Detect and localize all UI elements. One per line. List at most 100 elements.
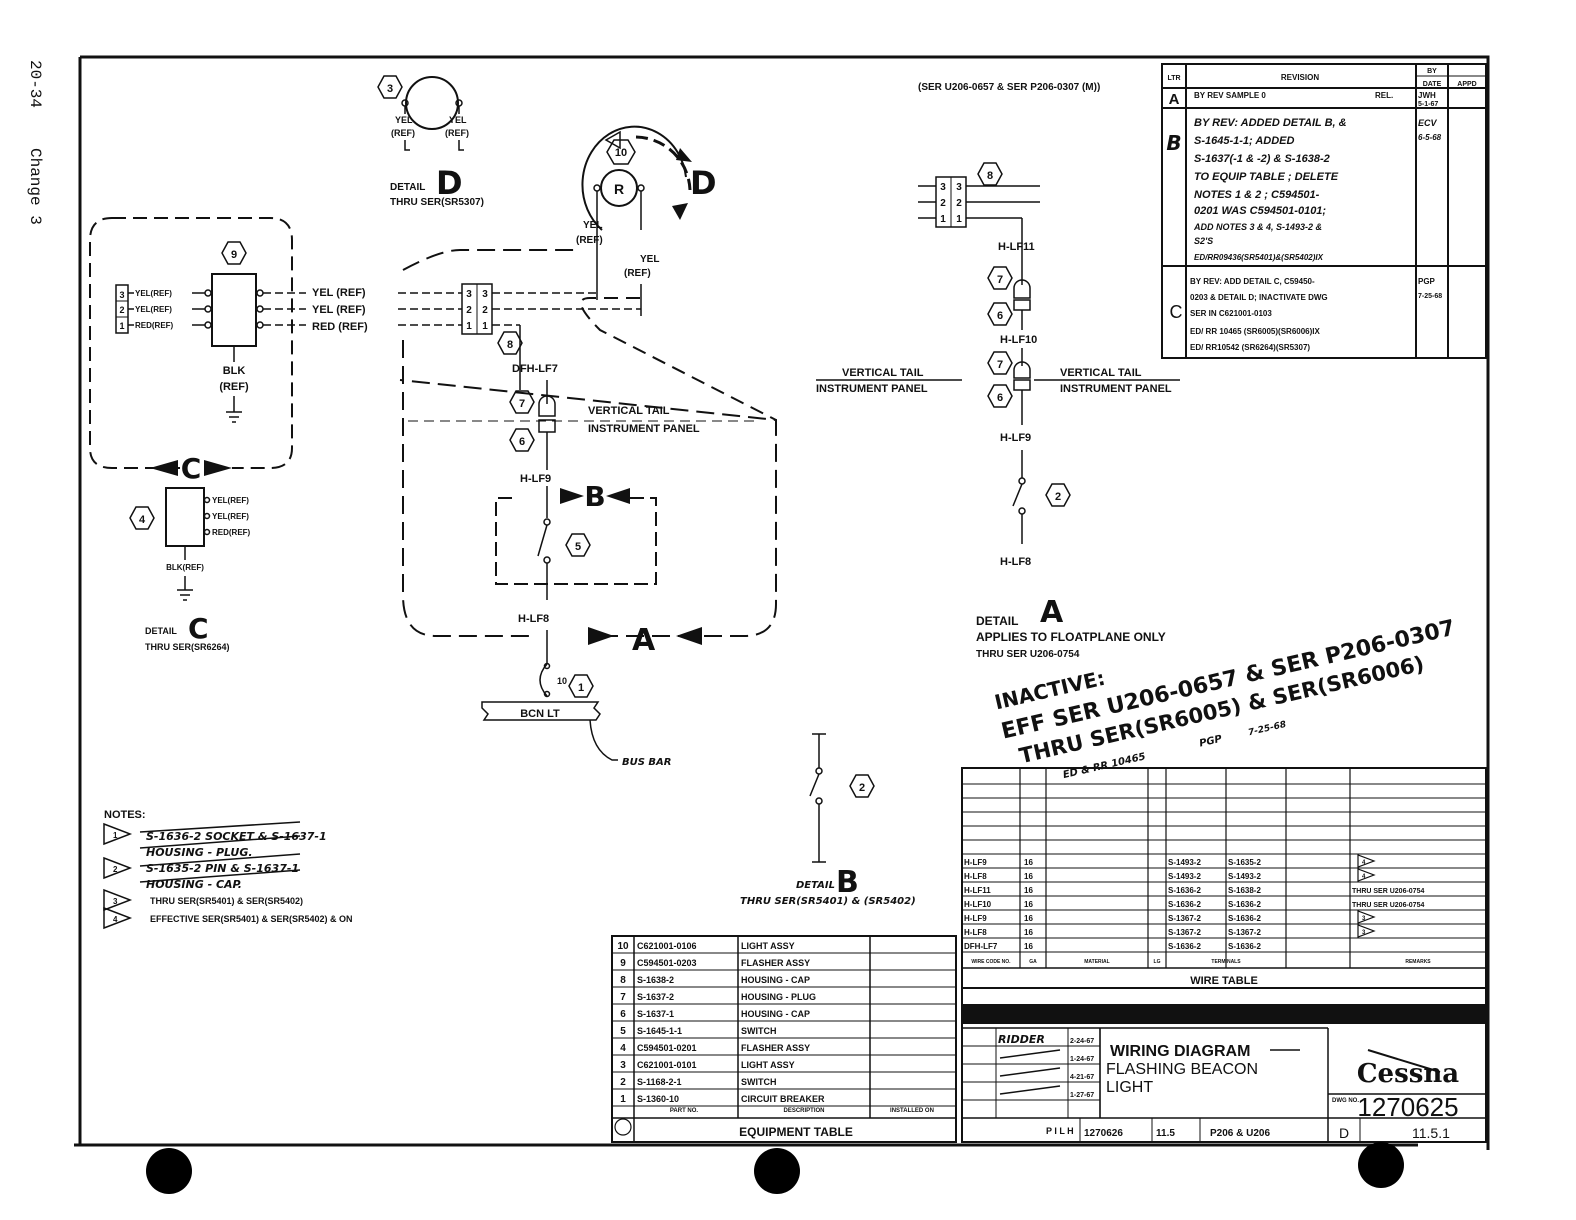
a-item-hex-8 (977, 162, 1003, 186)
wire-flag-num-0: 4 (1362, 860, 1366, 866)
wire-flag-num-4: 3 (1362, 916, 1366, 922)
a-wire-h-lf9: H-LF9 (1000, 432, 1031, 444)
equip-cell-4-1: S-1637-1 (637, 1009, 674, 1019)
detail-b: 2 DETAIL B THRU SER(SR5401) & (SR5402) (740, 733, 916, 907)
a-pin-1a: 1 (940, 214, 946, 225)
rev-c-line1: BY REV: ADD DETAIL C, C59450- (1190, 277, 1315, 286)
plug-7-6 (538, 395, 556, 433)
a-pin-3b: 3 (956, 182, 962, 193)
detail-d: 3 YEL (REF) YEL (REF) DETAIL D THRU SER(… (377, 75, 484, 208)
detail-a: 3 2 1 3 2 1 8 H-LF11 7 6 H-LF10 7 6 VERT… (816, 162, 1180, 660)
equip-cell-2-2: HOUSING - CAP (741, 975, 810, 985)
rev-by-head: BY (1427, 68, 1437, 75)
rev-c-line5: ED/ RR10542 (SR6264)(SR5307) (1190, 343, 1310, 352)
wire-cell-6-0: DFH-LF7 (964, 942, 998, 951)
wire-cell-0-3: S-1635-2 (1228, 858, 1261, 867)
equip-head-desc: DESCRIPTION (783, 1108, 824, 1114)
wire-flag-5 (1357, 924, 1376, 938)
equip-cell-1-2: FLASHER ASSY (741, 958, 810, 968)
main-letter-a: A (632, 623, 656, 658)
note-4: EFFECTIVE SER(SR5401) & SER(SR5402) & ON (150, 914, 353, 924)
lamp-right-lbl1: YEL (640, 254, 659, 265)
tb-dwg-no: 1270625 (1357, 1092, 1458, 1122)
rev-b-line5: NOTES 1 & 2 ; C594501- (1194, 189, 1320, 201)
wire-cell-6-2: S-1636-2 (1168, 942, 1201, 951)
lamp-3 (405, 76, 459, 130)
cb-item: 1 (578, 682, 584, 694)
tb-appd-date: 1-27-67 (1070, 1092, 1094, 1099)
equip-cell-0-2: LIGHT ASSY (741, 941, 795, 951)
a-ip-right: INSTRUMENT PANEL (1060, 383, 1172, 395)
tb-page-ref: 11.5 (1156, 1128, 1175, 1139)
c-pin-3: 3 (119, 290, 124, 300)
main-pin-1b: 1 (482, 321, 488, 332)
rev-c-line3: SER IN C621001-0103 (1190, 309, 1272, 318)
wire-cell-0-2: S-1493-2 (1168, 858, 1201, 867)
detail-a-letter: A (1040, 595, 1064, 630)
b-item-hex-2 (849, 774, 875, 798)
d-right-lbl2: (REF) (445, 128, 469, 138)
equip-cell-2-0: 8 (620, 975, 626, 986)
wire-cell-5-3: S-1367-2 (1228, 928, 1261, 937)
lamp-right-lbl2: (REF) (624, 268, 651, 279)
main-letter-b: B (584, 480, 605, 513)
d-right-lbl1: YEL (449, 115, 467, 125)
wire-cell-6-1: 16 (1024, 942, 1033, 951)
wire-remark-3: THRU SER U206-0754 (1352, 902, 1424, 909)
main-circuit: A 3 2 1 3 2 1 8 DFH-LF7 7 6 VERTICAL TAI… (399, 249, 777, 768)
equip-cell-0-0: 10 (617, 941, 629, 952)
tb-checked-date: 1-24-67 (1070, 1056, 1094, 1063)
rev-b-by: ECV (1418, 118, 1438, 128)
item-hex-10 (606, 139, 636, 165)
equip-cell-1-0: 9 (620, 958, 626, 969)
detail-c-caption: DETAIL (145, 626, 177, 636)
main-pin-3b: 3 (482, 289, 488, 300)
tb-engr-date: 4-21-67 (1070, 1074, 1094, 1081)
equip-cell-5-0: 5 (620, 1026, 626, 1037)
notes-title: NOTES: (104, 809, 146, 821)
note-3: THRU SER(SR5401) & SER(SR5402) (150, 896, 303, 906)
cb-label: 10 (557, 676, 567, 686)
equip-cell-7-1: C621001-0101 (637, 1060, 697, 1070)
rev-a-rel: REL. (1375, 91, 1393, 100)
a-wire-h-lf10: H-LF10 (1000, 334, 1037, 346)
rev-a-date: 5-1-67 (1418, 101, 1438, 108)
tb-pilh: P I L H (1046, 1126, 1074, 1136)
revision-block: REVISION LTR BY DATE APPD A BY REV SAMPL… (1161, 63, 1487, 359)
detail-c-letter: C (188, 612, 209, 645)
a-pin-1b: 1 (956, 214, 962, 225)
wire-cell-2-2: S-1636-2 (1168, 886, 1201, 895)
item-hex-9 (221, 241, 247, 265)
equip-cell-7-0: 3 (620, 1060, 626, 1071)
wire-cell-4-0: H-LF9 (964, 914, 987, 923)
c2-w3: RED(REF) (212, 528, 251, 537)
header-serial: (SER U206-0657 & SER P206-0307 (M)) (918, 82, 1100, 93)
wire-cell-2-3: S-1638-2 (1228, 886, 1261, 895)
wt-head-remarks: REMARKS (1405, 959, 1431, 965)
detail-c-item: 4 (139, 514, 146, 526)
detail-b-caption: DETAIL (796, 880, 835, 891)
wire-cell-1-1: 16 (1024, 872, 1033, 881)
note-1-l2: HOUSING - PLUG. (146, 846, 253, 859)
wt-head-mat: MATERIAL (1084, 959, 1109, 965)
detail-c-box: C 9 3 2 1 YEL(REF) YEL(REF) RED(REF) BLK… (89, 217, 462, 485)
equip-cell-5-1: S-1645-1-1 (637, 1026, 682, 1036)
wire-cell-1-3: S-1493-2 (1228, 872, 1261, 881)
rev-c-line2: 0203 & DETAIL D; INACTIVATE DWG (1190, 293, 1328, 302)
equip-cell-5-2: SWITCH (741, 1026, 777, 1036)
note-flag-4: 4 (113, 915, 118, 924)
wire-cell-1-0: H-LF8 (964, 872, 987, 881)
wire-cell-1-2: S-1493-2 (1168, 872, 1201, 881)
equip-cell-6-0: 4 (620, 1043, 626, 1054)
wire-cell-2-1: 16 (1024, 886, 1033, 895)
wire-cell-4-1: 16 (1024, 914, 1033, 923)
a-pin-3a: 3 (940, 182, 946, 193)
c-pin-2: 2 (119, 305, 124, 315)
tb-title-3: LIGHT (1106, 1079, 1153, 1096)
wire-cell-3-2: S-1636-2 (1168, 900, 1201, 909)
main-pin-2b: 2 (482, 305, 488, 316)
a-conn-item: 8 (987, 170, 993, 182)
wire-cell-0-1: 16 (1024, 858, 1033, 867)
switch-item: 5 (575, 541, 581, 553)
